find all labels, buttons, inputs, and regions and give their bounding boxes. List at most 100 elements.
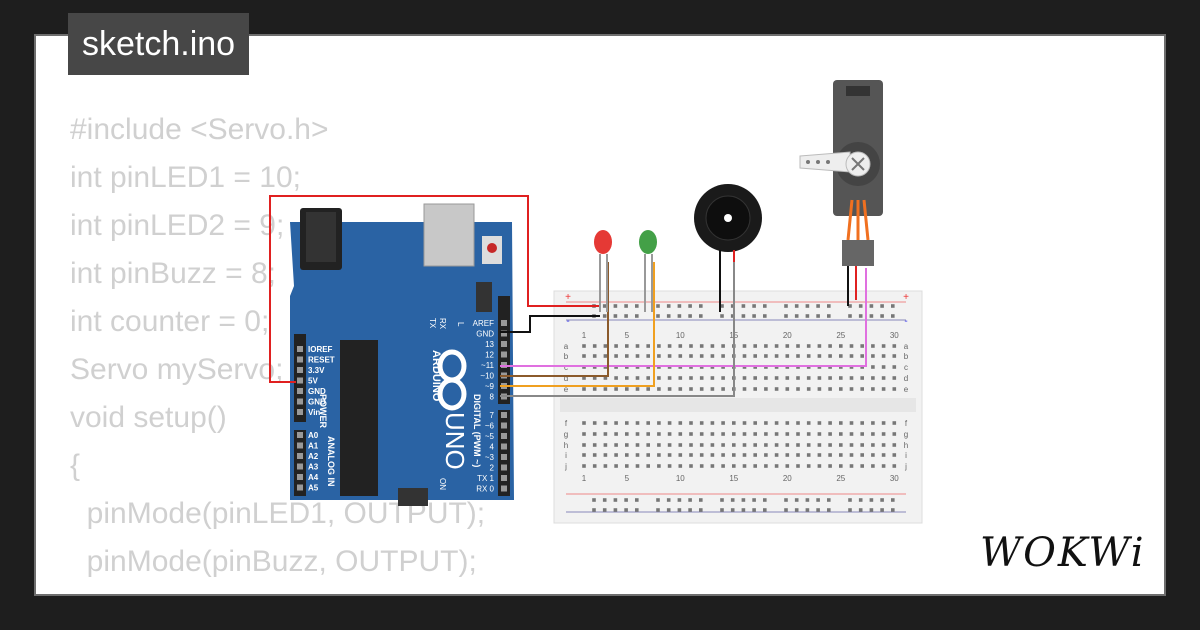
bb-row-letter: i: [565, 451, 567, 460]
power-pin-label: 3.3V: [308, 366, 325, 375]
arduino-uno[interactable]: IOREFRESET3.3V5VGNDGNDVinA0A1A2A3A4A5ARE…: [290, 203, 514, 506]
bb-column-number: 25: [836, 474, 845, 483]
bb-row-letter: j: [564, 462, 567, 471]
digital-pin-label: 12: [485, 351, 494, 360]
analog-pin-label: A5: [308, 484, 319, 493]
bb-row-letter: h: [904, 441, 908, 450]
digital-pin-label: ~11: [481, 361, 495, 370]
wokwi-logo: WOKWi: [980, 530, 1146, 576]
servo-motor[interactable]: [799, 80, 883, 306]
led-red[interactable]: [594, 230, 612, 312]
digital-pin-label: 4: [490, 443, 495, 452]
wire-pin9[interactable]: [500, 262, 655, 387]
wire-pin8[interactable]: [500, 262, 735, 397]
bb-row-letter: b: [564, 352, 569, 361]
digital-pin-label: RX 0: [476, 485, 494, 494]
l-label: L: [456, 322, 465, 327]
code-line: int pinBuzz = 8;: [70, 257, 276, 290]
bb-row-letter: h: [564, 441, 568, 450]
code-line: Serial.begin(115200);: [70, 586, 485, 594]
code-line: {: [70, 449, 81, 482]
digital-pin-label: ~3: [485, 453, 495, 462]
digital-pin-label: TX 1: [477, 474, 494, 483]
digital-pin-label: 7: [490, 411, 495, 420]
code-line: int pinLED1 = 10;: [70, 161, 301, 194]
buzzer[interactable]: [694, 184, 762, 312]
code-line: int pinLED2 = 9;: [70, 209, 285, 242]
usb-port: [423, 203, 475, 267]
digital-pin-label: ~10: [480, 372, 494, 381]
digital-pin-label: 13: [485, 340, 494, 349]
code-line: Servo myServo;: [70, 353, 284, 386]
code-line: pinMode(pinBuzz, OUTPUT);: [70, 545, 477, 578]
bb-row-letter: d: [564, 374, 568, 383]
code-line: pinMode(pinLED1, OUTPUT);: [70, 497, 486, 530]
bb-row-letter: f: [565, 419, 568, 428]
bb-row-letter: a: [564, 342, 569, 351]
wire-5v[interactable]: [269, 195, 600, 383]
digital-pin-label: GND: [476, 330, 494, 339]
bb-column-number: 1: [582, 474, 587, 483]
bb-column-number: 25: [836, 331, 845, 340]
digital-label: DIGITAL (PWM ~): [472, 394, 482, 467]
bb-row-letter: g: [904, 430, 908, 439]
digital-pin-label: 2: [490, 464, 495, 473]
bb-row-letter: c: [904, 363, 908, 372]
bb-column-number: 20: [783, 474, 792, 483]
bb-row-letter: a: [904, 342, 909, 351]
bb-rail-sign: +: [565, 292, 571, 303]
analog-pin-label: A1: [308, 442, 319, 451]
code-line: int counter = 0;: [70, 305, 270, 338]
arduino-logo: [437, 349, 467, 411]
bb-row-letter: c: [564, 363, 568, 372]
analog-pin-label: A3: [308, 463, 319, 472]
bb-column-number: 10: [676, 474, 685, 483]
digital-pin-label: 8: [490, 393, 495, 402]
power-pin-label: RESET: [308, 356, 335, 365]
bb-column-number: 30: [890, 331, 899, 340]
led-green[interactable]: [639, 230, 657, 312]
bb-column-number: 30: [890, 474, 899, 483]
bb-column-number: 5: [625, 331, 630, 340]
analog-pin-label: A4: [308, 473, 319, 482]
bb-rail-sign: +: [903, 292, 909, 303]
bb-row-letter: g: [564, 430, 568, 439]
digital-pin-label: AREF: [473, 319, 494, 328]
power-pin-label: GND: [308, 387, 326, 396]
digital-pin-label: ~5: [485, 432, 495, 441]
bb-rail-sign: -: [566, 316, 569, 327]
rx-label: RX: [438, 318, 447, 330]
bb-row-letter: f: [905, 419, 908, 428]
bb-column-number: 15: [729, 474, 738, 483]
code-line: void setup(): [70, 401, 227, 434]
code-background: #include <Servo.h> int pinLED1 = 10; int p…: [70, 106, 486, 594]
wire-gnd[interactable]: [500, 315, 600, 333]
file-tab[interactable]: sketch.ino: [68, 13, 250, 75]
tx-label: TX: [428, 318, 437, 329]
power-pin-label: GND: [308, 398, 326, 407]
bb-column-number: 1: [582, 331, 587, 340]
arduino-model: UNO: [440, 412, 470, 470]
bb-column-number: 10: [676, 331, 685, 340]
bb-rail-sign: -: [904, 316, 907, 327]
on-label: ON: [438, 478, 447, 490]
bb-column-number: 20: [783, 331, 792, 340]
power-pin-label: IOREF: [308, 345, 333, 354]
code-line: #include <Servo.h>: [70, 113, 329, 146]
bb-row-letter: e: [904, 385, 909, 394]
wire-pin11[interactable]: [500, 268, 867, 367]
digital-pin-label: ~6: [485, 422, 495, 431]
digital-pin-label: ~9: [485, 382, 495, 391]
analog-pin-label: A2: [308, 452, 319, 461]
bb-row-letter: i: [905, 451, 907, 460]
chip: [340, 340, 378, 496]
power-pin-label: 5V: [308, 377, 318, 386]
bb-row-letter: j: [904, 462, 907, 471]
power-label: POWER: [318, 394, 328, 429]
bb-row-letter: b: [904, 352, 909, 361]
analog-pin-label: A0: [308, 431, 319, 440]
bb-row-letter: e: [564, 385, 569, 394]
analog-label: ANALOG IN: [326, 436, 336, 487]
bb-column-number: 5: [625, 474, 630, 483]
